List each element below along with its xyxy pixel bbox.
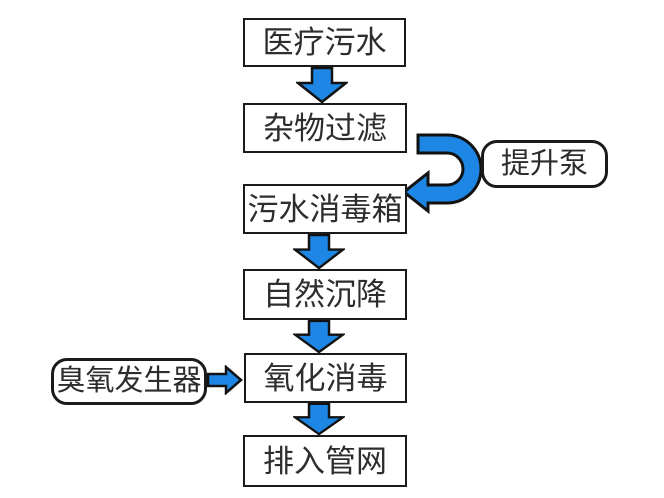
u-turn-arrow-icon: [402, 128, 484, 214]
node-natural-sedimentation-label: 自然沉降: [263, 277, 387, 312]
node-sewage-disinfection-tank-label: 污水消毒箱: [247, 191, 403, 227]
node-medical-sewage-label: 医疗污水: [262, 25, 387, 60]
node-debris-filtration: 杂物过滤: [243, 103, 407, 153]
down-arrow-icon-3: [293, 320, 345, 353]
down-arrow-icon-1: [296, 67, 348, 103]
right-arrow-icon: [207, 365, 243, 395]
node-discharge-to-pipe-network-label: 排入管网: [263, 443, 387, 479]
node-lift-pump-label: 提升泵: [500, 147, 588, 180]
node-oxidation-disinfection: 氧化消毒: [244, 353, 407, 403]
down-arrow-icon-2: [293, 234, 345, 269]
node-medical-sewage: 医疗污水: [243, 18, 406, 67]
node-ozone-generator: 臭氧发生器: [51, 358, 207, 405]
node-lift-pump: 提升泵: [481, 140, 608, 188]
node-ozone-generator-label: 臭氧发生器: [56, 365, 202, 397]
down-arrow-icon-4: [293, 403, 345, 435]
node-discharge-to-pipe-network: 排入管网: [243, 435, 407, 487]
node-sewage-disinfection-tank: 污水消毒箱: [243, 184, 407, 234]
node-debris-filtration-label: 杂物过滤: [263, 110, 387, 146]
node-natural-sedimentation: 自然沉降: [243, 269, 407, 320]
node-oxidation-disinfection-label: 氧化消毒: [263, 360, 388, 396]
